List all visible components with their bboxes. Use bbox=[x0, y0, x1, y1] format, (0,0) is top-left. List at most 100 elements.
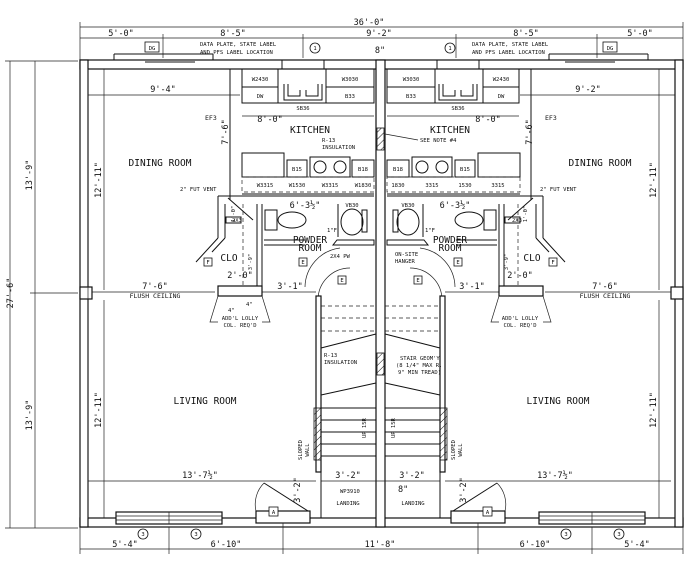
svg-text:A: A bbox=[486, 510, 490, 516]
svg-text:DG: DG bbox=[149, 46, 156, 52]
r13-insulation-upper bbox=[376, 127, 385, 151]
cab-w3315-left-a: W3315 bbox=[257, 183, 274, 189]
hall-dim-right: 3'-1" bbox=[459, 282, 485, 292]
island-right bbox=[386, 152, 521, 195]
living-width-right: 13'-7½" bbox=[537, 470, 573, 481]
party-wall-dim: 8" bbox=[375, 46, 385, 56]
living-room-right: LIVING ROOM bbox=[527, 396, 590, 407]
living-width-left: 13'-7½" bbox=[182, 470, 218, 481]
vb30-left: VB30 bbox=[345, 203, 358, 209]
r13-note-upper-2: INSULATION bbox=[322, 145, 355, 151]
top-dimensions bbox=[79, 22, 684, 60]
door-swing-left bbox=[304, 247, 341, 288]
cab-3315-right-b: 3315 bbox=[491, 183, 504, 189]
lolly-note-left-2: COL. REQ'D bbox=[223, 323, 256, 329]
tag-e-left-1 bbox=[298, 257, 308, 267]
sloped-wall-left-1: SLOPED bbox=[298, 440, 304, 460]
lolly-dim-left-b: 4" bbox=[246, 302, 253, 308]
ef3-left: EF3 bbox=[205, 114, 217, 122]
data-plate-note-right-2: AND PFS LABEL LOCATION bbox=[472, 50, 545, 56]
dining-width-right: 9'-2" bbox=[575, 85, 601, 95]
kitchen-label-right: KITCHEN bbox=[430, 125, 470, 136]
left-dimensions bbox=[5, 60, 78, 529]
top-dim-2: 8'-5" bbox=[220, 29, 246, 39]
bottom-dim-2: 6'-10" bbox=[211, 540, 242, 550]
lolly-left bbox=[209, 285, 271, 323]
kitchen-left bbox=[229, 59, 375, 200]
flush-dim-left: 7'-6" bbox=[142, 282, 168, 292]
cab-1530-right: 1530 bbox=[458, 183, 471, 189]
bottom-dim-1: 5'-4" bbox=[112, 540, 138, 550]
dining-width-left: 9'-4" bbox=[150, 85, 176, 95]
dining-room-left: DINING ROOM bbox=[129, 158, 192, 169]
cab-dw-right: DW bbox=[498, 94, 505, 100]
sloped-wall-right-2: WALL bbox=[458, 443, 464, 457]
cab-w1830-left: W1830 bbox=[355, 183, 372, 189]
svg-text:1: 1 bbox=[448, 46, 451, 52]
data-plate-note-left-2: AND PFS LABEL LOCATION bbox=[200, 50, 273, 56]
stair-door-left bbox=[317, 267, 351, 301]
stair-note-1: STAIR GEOM'Y bbox=[400, 356, 440, 362]
tag-e-right-2 bbox=[413, 275, 423, 285]
stair-door-right bbox=[409, 267, 443, 301]
svg-text:3: 3 bbox=[564, 532, 567, 538]
svg-text:E: E bbox=[456, 260, 459, 266]
cab-b33-right: B33 bbox=[406, 94, 416, 100]
cab-b15-left: B15 bbox=[292, 167, 302, 173]
keynote-1-left bbox=[309, 42, 321, 54]
cab-w3030-right: W3030 bbox=[403, 77, 420, 83]
kitchen-depth-left: 7'-6" bbox=[221, 119, 231, 145]
closet-right: CLO bbox=[523, 253, 540, 264]
up-15r-left: UP 15R bbox=[362, 417, 368, 438]
vent-dim-left: 1'-0" bbox=[231, 206, 237, 223]
data-plate-note-right-1: DATA PLATE, STATE LABEL bbox=[472, 42, 549, 48]
clo-depth-left: 3'-9" bbox=[248, 254, 254, 271]
svg-text:E: E bbox=[416, 278, 419, 284]
kitchen-width-right: 8'-0" bbox=[475, 115, 501, 125]
svg-text:3: 3 bbox=[194, 532, 197, 538]
flush-dim-right: 7'-6" bbox=[592, 282, 618, 292]
lolly-right bbox=[490, 285, 552, 323]
fut-vent-left: 2" FUT VENT bbox=[180, 187, 217, 193]
cab-b15-right: B15 bbox=[460, 167, 470, 173]
lolly-note-right-1: ADD'L LOLLY bbox=[502, 316, 539, 322]
bottom-dim-4: 6'-10" bbox=[520, 540, 551, 550]
powder-room-right-2: ROOM bbox=[439, 243, 462, 254]
r13-note-lower-2: INSULATION bbox=[324, 360, 357, 366]
keynote-3-b bbox=[190, 528, 202, 540]
svg-text:1: 1 bbox=[313, 46, 316, 52]
fut-vent-right: 2" FUT VENT bbox=[540, 187, 577, 193]
dg-tag-right bbox=[602, 41, 618, 53]
landing-width-left: 3'-2" bbox=[335, 471, 361, 481]
landing-width-right: 3'-2" bbox=[399, 471, 425, 481]
kitchen-label-left: KITCHEN bbox=[290, 125, 330, 136]
living-room-left: LIVING ROOM bbox=[174, 396, 237, 407]
clo-width-right: 2'-0" bbox=[507, 271, 533, 281]
windows-left bbox=[115, 511, 223, 525]
svg-text:E: E bbox=[340, 278, 343, 284]
stair-note-2: (8 1/4" MAX R. bbox=[396, 363, 442, 369]
keynote-1-right bbox=[444, 42, 456, 54]
right-inner-lower-dim: 12'-11" bbox=[649, 392, 659, 428]
lolly-dim-left-a: 4" bbox=[228, 308, 235, 314]
closet-left: CLO bbox=[220, 253, 237, 264]
entry-dim-left: 3'-2" bbox=[293, 477, 303, 503]
powder-width-right: 6'-3½" bbox=[440, 200, 471, 211]
cab-w2430-left: W2430 bbox=[252, 77, 269, 83]
kitchen-width-left: 8'-0" bbox=[257, 115, 283, 125]
left-inner-upper-dim: 12'-11" bbox=[94, 162, 104, 198]
tag-a-right bbox=[482, 506, 493, 517]
svg-text:A: A bbox=[272, 510, 276, 516]
powder-room-right-1: POWDER bbox=[433, 235, 468, 246]
tag-e-left-2 bbox=[337, 275, 347, 285]
keynote-3-d bbox=[613, 528, 625, 540]
hanger-note-1: ON-SITE bbox=[395, 252, 418, 258]
r13-note-lower-1: R-13 bbox=[324, 353, 337, 359]
cab-w3030-left: W3030 bbox=[342, 77, 359, 83]
ff-left: 1"F bbox=[327, 228, 337, 234]
tag-f-left bbox=[203, 257, 213, 267]
top-dim-5: 5'-0" bbox=[627, 29, 653, 39]
cab-sb36-left: SB36 bbox=[296, 106, 309, 112]
core-left bbox=[195, 195, 375, 287]
